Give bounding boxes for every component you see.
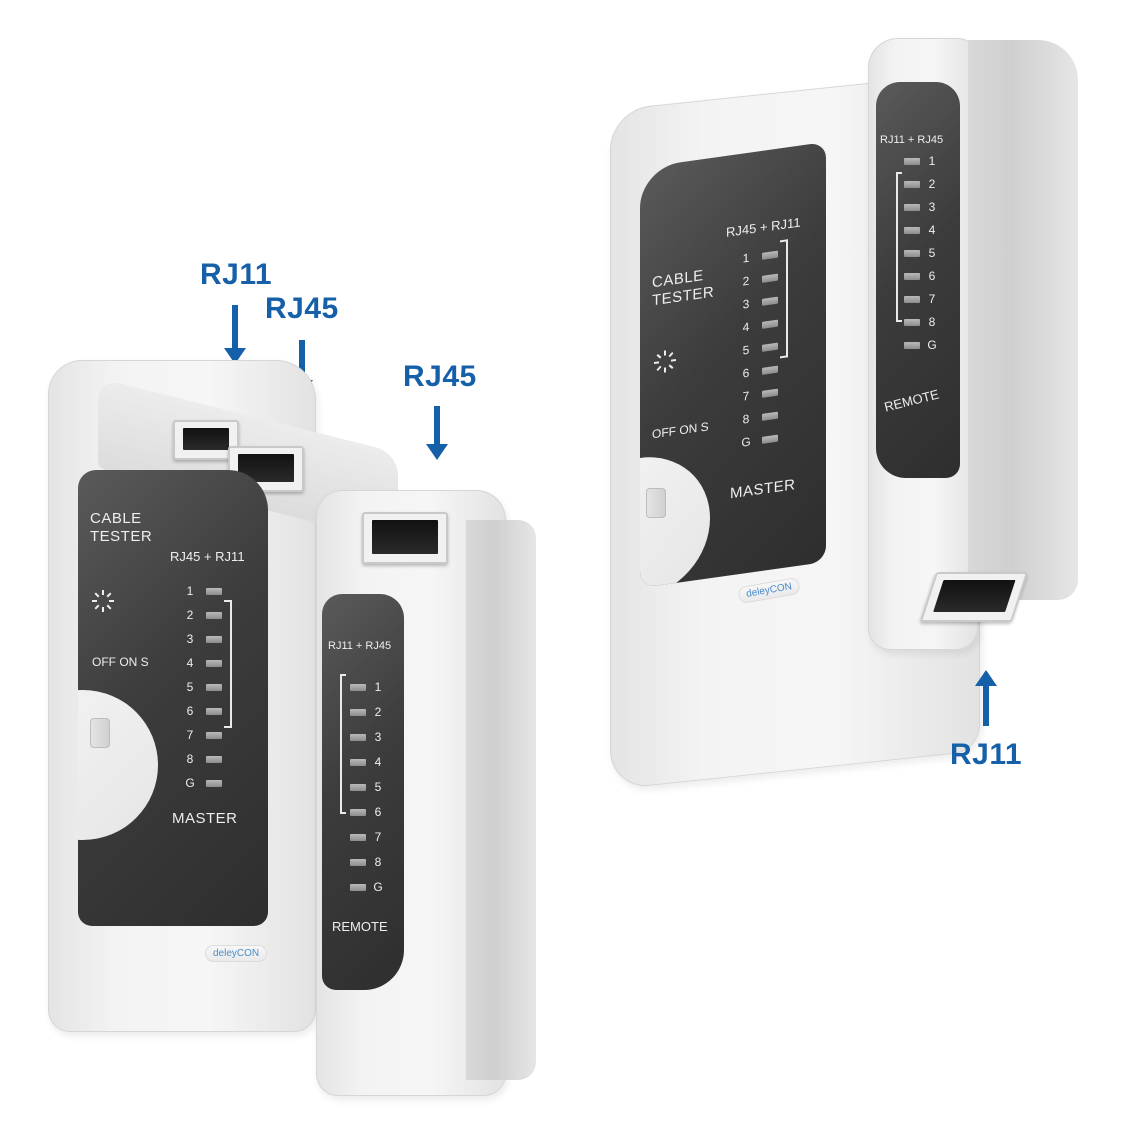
led-row: 8 [184, 752, 222, 766]
led-indicator [206, 683, 222, 691]
led-row: 1 [350, 680, 384, 694]
remote-front-panel: RJ11 + RJ45 1 2 3 4 5 6 7 8 G REMOTE [322, 594, 404, 990]
led-indicator [206, 659, 222, 667]
led-indicator [206, 635, 222, 643]
led-row: 2 [184, 608, 222, 622]
arrow-up-icon [975, 670, 997, 726]
led-row: 3 [184, 632, 222, 646]
callout-rj11-left: RJ11 [200, 258, 273, 291]
led-row: 5 [350, 780, 384, 794]
arrow-down-icon [224, 305, 246, 364]
led-row: 6 [184, 704, 222, 718]
led-row: 4 [184, 656, 222, 670]
callout-rj45-master: RJ45 [265, 292, 339, 325]
power-switch-label: OFF ON S [92, 655, 149, 669]
switch-cutout [78, 690, 158, 840]
callout-rj11-right: RJ11 [950, 738, 1023, 771]
rj45-port-master [228, 446, 304, 492]
remote-side [466, 520, 536, 1080]
rj45-port-remote [362, 512, 448, 564]
power-switch-right[interactable] [646, 488, 666, 518]
led-row: 3 [350, 730, 384, 744]
led-row: 4 [350, 755, 384, 769]
panel-title-line2: TESTER [90, 528, 153, 545]
led-indicator [206, 707, 222, 715]
unit-label-remote: REMOTE [332, 919, 388, 934]
led-row: 7 [350, 830, 384, 844]
rj11-bracket [224, 600, 232, 728]
led-row: 7 [184, 728, 222, 742]
led-indicator [206, 731, 222, 739]
master-front-panel-right: CABLE TESTER RJ45 + RJ11 OFF ON S 1 2 3 … [640, 141, 826, 588]
led-row: G [350, 880, 384, 894]
led-row: 5 [184, 680, 222, 694]
remote-side-right [968, 40, 1078, 600]
led-indicator [206, 779, 222, 787]
rj11-bracket [340, 674, 346, 814]
led-row: 2 [350, 705, 384, 719]
brand-logo: deleyCON [205, 945, 268, 962]
unit-label-master: MASTER [172, 810, 238, 827]
callout-rj45-remote: RJ45 [403, 360, 477, 393]
power-switch[interactable] [90, 718, 110, 748]
status-led-icon [92, 590, 114, 612]
status-led-icon [654, 349, 676, 374]
led-indicator [206, 611, 222, 619]
led-row: 6 [350, 805, 384, 819]
led-row: G [184, 776, 222, 790]
led-indicator [206, 587, 222, 595]
led-row: 8 [350, 855, 384, 869]
remote-ports-label: RJ11 + RJ45 [328, 640, 392, 652]
remote-front-panel-right: RJ11 + RJ45 1 2 3 4 5 6 7 8 G REMOTE [876, 82, 960, 478]
rj11-port-remote-bottom [919, 572, 1029, 622]
master-ports-label: RJ45 + RJ11 [170, 549, 245, 564]
arrow-down-icon [426, 406, 448, 460]
master-front-panel: CABLE TESTER RJ45 + RJ11 OFF ON S 1 2 3 … [78, 470, 268, 926]
led-indicator [206, 755, 222, 763]
panel-title-line1: CABLE [90, 510, 142, 527]
led-row: 1 [184, 584, 222, 598]
